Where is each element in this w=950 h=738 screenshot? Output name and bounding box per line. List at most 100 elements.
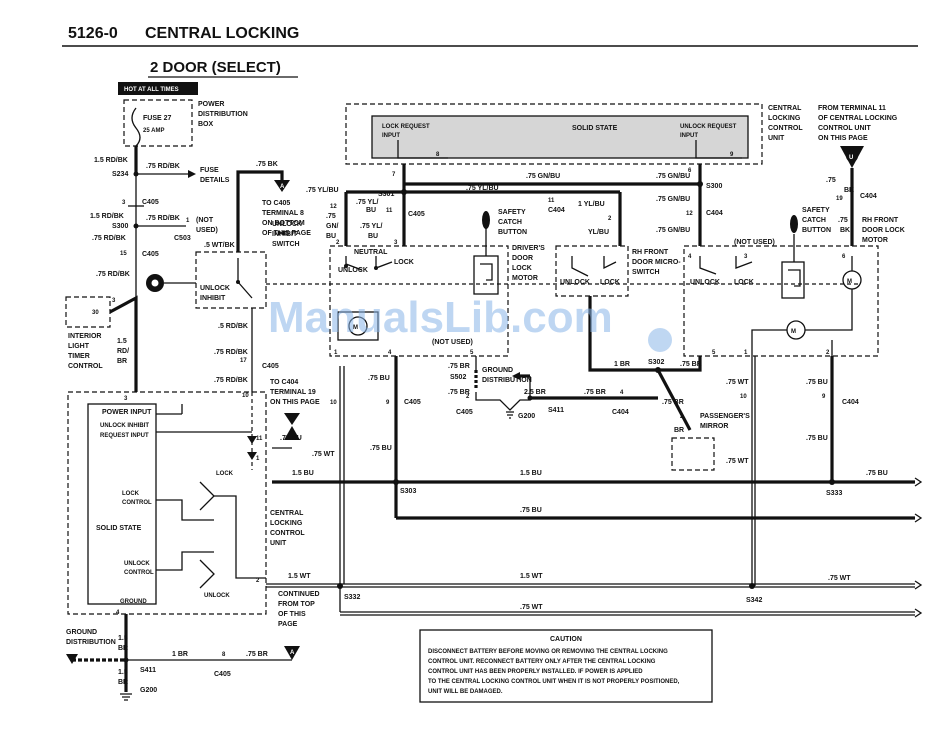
wire-label-75bu-bus: .75 BU — [520, 507, 542, 514]
fuse-rating: 25 AMP — [143, 128, 164, 134]
watermark: ManualsLib.com — [268, 293, 613, 342]
c405-pin-8: 8 — [222, 652, 226, 658]
connector-c405-top: C405 — [408, 211, 425, 218]
timer-pin-3: 3 — [112, 298, 116, 304]
wire-label-75rdbk-f: .75 RD/BK — [214, 377, 248, 384]
wire-label-15rdbr: 1.5 — [117, 338, 127, 345]
drv-safety-1: SAFETY — [498, 209, 526, 216]
rh-door-lock-motor-box — [683, 245, 879, 357]
connector-g200-left: G200 — [140, 687, 157, 694]
rh-micro-2: DOOR MICRO- — [632, 259, 681, 266]
splice-s300-left: S300 — [112, 223, 128, 230]
wire-label-75br-g: .75 BR — [448, 389, 470, 396]
inhibit-pivot — [236, 280, 240, 284]
mirror-label-2: MIRROR — [700, 423, 728, 430]
from-terminal-1: FROM TERMINAL 11 — [818, 105, 886, 112]
connector-c405-b: C405 — [142, 251, 159, 258]
to-c405-2: TERMINAL 8 — [262, 210, 304, 217]
g200-left-ground-icon — [120, 693, 132, 701]
ground-dist-arrow — [512, 372, 520, 380]
to-c404-2: TERMINAL 19 — [270, 389, 316, 396]
wire-label-25br: 2.5 BR — [524, 389, 546, 396]
rh-micro-1: RH FRONT — [632, 249, 669, 256]
splice-s502: S502 — [450, 374, 466, 381]
ccu-lock-request-2: INPUT — [382, 133, 400, 139]
wire-label-75bu-drv: .75 BU — [368, 375, 390, 382]
fuse-details-arrow — [188, 170, 196, 178]
rh-safety-3: BUTTON — [802, 227, 831, 234]
rh-not-used: (NOT USED) — [734, 239, 775, 246]
rh-pin-6: 6 — [842, 254, 846, 260]
connector-c404-top: C404 — [548, 207, 565, 214]
c405-pin-2: 2 — [466, 394, 470, 400]
pdb-label-2: DISTRIBUTION — [198, 111, 248, 118]
drv-not-used: (NOT USED) — [432, 339, 473, 346]
splice-s300-dot — [697, 181, 703, 187]
drv-motor-body — [337, 311, 379, 341]
ccu-pin-4: 4 — [116, 610, 120, 616]
relay-output-wire — [214, 495, 266, 579]
wire-label-75rdbk-c: .75 RD/BK — [92, 235, 126, 242]
passengers-mirror-box — [671, 437, 715, 471]
wire-label-75br-mirror: .75 BR — [662, 399, 684, 406]
to-c405-1: TO C405 — [262, 200, 290, 207]
ccu-left-box — [67, 391, 267, 615]
fuse-details-2: DETAILS — [200, 177, 230, 184]
unlock-inhibit-box-1: UNLOCK — [200, 285, 230, 292]
inhibit-label-1: UNLOCK — [272, 221, 302, 228]
page-title: CENTRAL LOCKING — [145, 25, 299, 42]
splice-s411: S302 — [648, 359, 664, 366]
off-page-arrow-a-top — [274, 180, 290, 192]
bus-continue-arrow-4 — [914, 608, 923, 618]
caution-heading: CAUTION — [550, 636, 582, 643]
ccu-ground: GROUND — [120, 599, 147, 605]
c405-pin-17: 17 — [240, 358, 247, 364]
drv-safety-catch-switch — [473, 255, 499, 295]
drv-motor-label-4: MOTOR — [512, 275, 538, 282]
from-terminal-4: ON THIS PAGE — [818, 135, 868, 142]
rh-motor-label-b: M — [791, 329, 796, 335]
wire-label-ylbu: YL/BU — [588, 229, 609, 236]
rh-safety-2: CATCH — [802, 217, 826, 224]
ccu-top-label-2: LOCKING — [768, 115, 801, 122]
watermark-logo-icon — [648, 328, 672, 352]
off-page-a-bottom-letter: A — [290, 650, 295, 656]
ccu-power-input: POWER INPUT — [102, 409, 152, 416]
rh-unlock: UNLOCK — [690, 279, 720, 286]
ccu-pin-11: 11 — [256, 436, 263, 442]
ccu-top-pin-9: 9 — [730, 152, 734, 158]
ccu-unlock-request-1: UNLOCK REQUEST — [680, 124, 737, 130]
power-distribution-box — [123, 99, 193, 147]
wire-label-br-mirror: BR — [674, 427, 684, 434]
continued-3: OF THIS — [278, 611, 306, 618]
mirror-pin-2: 2 — [680, 414, 684, 420]
interior-light-timer-box — [65, 296, 111, 328]
rh-catch-contact — [788, 269, 801, 287]
wire-label-75gnbu-b: .75 GN/BU — [656, 196, 690, 203]
ccu-pin-2: 2 — [256, 578, 260, 584]
ccu-top-solid-state-label: SOLID STATE — [572, 125, 618, 132]
rh-motor-icon-b — [786, 320, 806, 340]
wire-label-75br-rh: .75 BR — [680, 361, 702, 368]
wire-label-rdbr-2: BR — [117, 358, 127, 365]
wire-label-5rdbk: .5 RD/BK — [218, 323, 248, 330]
wire-label-75wt-rh: .75 WT — [726, 379, 749, 386]
drv-pin-3: 3 — [394, 240, 398, 246]
to-c404-1: TO C404 — [270, 379, 298, 386]
drv-motor-label-2: DOOR — [512, 255, 533, 262]
caution-line-3: CONTROL UNIT HAS BEEN PROPERLY INSTALLED… — [428, 669, 643, 675]
ccu-top-label-3: CONTROL — [768, 125, 803, 132]
from-terminal-2: OF CENTRAL LOCKING — [818, 115, 898, 122]
splice-s333: S342 — [746, 597, 762, 604]
wire-label-75br-bus: .75 BR — [584, 389, 606, 396]
wire-label-15wt-a: 1.5 WT — [288, 573, 311, 580]
wire-label-75br-bottom: .75 BR — [246, 651, 268, 658]
rh-safety-1: SAFETY — [802, 207, 830, 214]
off-page-u-pointer — [284, 426, 300, 440]
c404-pin-9: 9 — [822, 394, 826, 400]
rh-motor-icon-a — [842, 270, 862, 290]
micro-lock: LOCK — [600, 279, 620, 286]
wire-label-75bu-u: .75 BU — [280, 435, 302, 442]
ccu-top-solid-state — [371, 115, 749, 159]
ccu-top-pin-8: 8 — [436, 152, 440, 158]
